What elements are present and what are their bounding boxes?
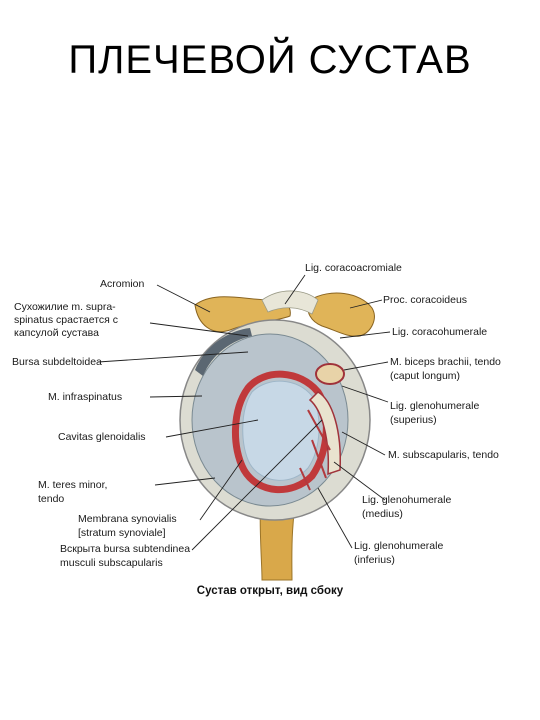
label-subscapularis-tendo: M. subscapularis, tendo (388, 449, 499, 461)
page-title: ПЛЕЧЕВОЙ СУСТАВ (68, 38, 472, 82)
label-lig-coracoacromiale: Lig. coracoacromiale (305, 262, 402, 274)
label-biceps-line-2: (caput longum) (390, 370, 461, 382)
label-biceps-line-1: M. biceps brachii, tendo (390, 356, 501, 368)
subscapularis-tendon (308, 391, 341, 476)
label-glenohumerale-superius-line-2: (superius) (390, 414, 437, 426)
leader-lines (97, 274, 391, 551)
glenoid-cavity (242, 380, 320, 481)
biceps-tendon (315, 363, 345, 385)
label-infraspinatus: M. infraspinatus (48, 391, 123, 403)
glenohumeral-ligaments (299, 409, 331, 491)
label-suhozhilie-line-3: капсулой сустава (14, 327, 99, 339)
label-suhozhilie-line-1: Сухожилие m. supra- (14, 301, 116, 313)
figure-caption: Сустав открыт, вид сбоку (196, 585, 344, 597)
label-teres-minor-line-1: M. teres minor, (38, 479, 108, 491)
label-proc-coracoideus: Proc. coracoideus (383, 294, 468, 306)
coracoacromial-ligament (261, 290, 319, 315)
label-suhozhilie-line-2: spinatus срастается с (14, 314, 119, 326)
label-teres-minor-line-2: tendo (38, 493, 65, 505)
label-glenohumerale-medius-line-2: (medius) (362, 508, 403, 520)
label-glenohumerale-inferius-line-2: (inferius) (354, 554, 395, 566)
label-bursa-subtendinea-line-1: Вскрыта bursa subtendinea (60, 543, 191, 555)
label-acromion: Acromion (100, 278, 145, 290)
label-glenohumerale-inferius-line-1: Lig. glenohumerale (354, 540, 444, 552)
label-bursa-subdeltoidea: Bursa subdeltoidea (12, 356, 102, 368)
synovial-rim (232, 370, 330, 493)
label-lig-coracohumerale: Lig. coracohumerale (392, 326, 488, 338)
label-cavitas-glenoidalis: Cavitas glenoidalis (58, 431, 146, 443)
label-bursa-subtendinea-line-2: musculi subscapularis (60, 557, 163, 569)
label-membrana-synovialis-line-1: Membrana synovialis (78, 513, 177, 525)
bursa-subdeltoidea (195, 328, 252, 376)
label-glenohumerale-medius-line-1: Lig. glenohumerale (362, 494, 452, 506)
label-glenohumerale-superius-line-1: Lig. glenohumerale (390, 400, 480, 412)
label-membrana-synovialis-line-2: [stratum synoviale] (78, 527, 166, 539)
